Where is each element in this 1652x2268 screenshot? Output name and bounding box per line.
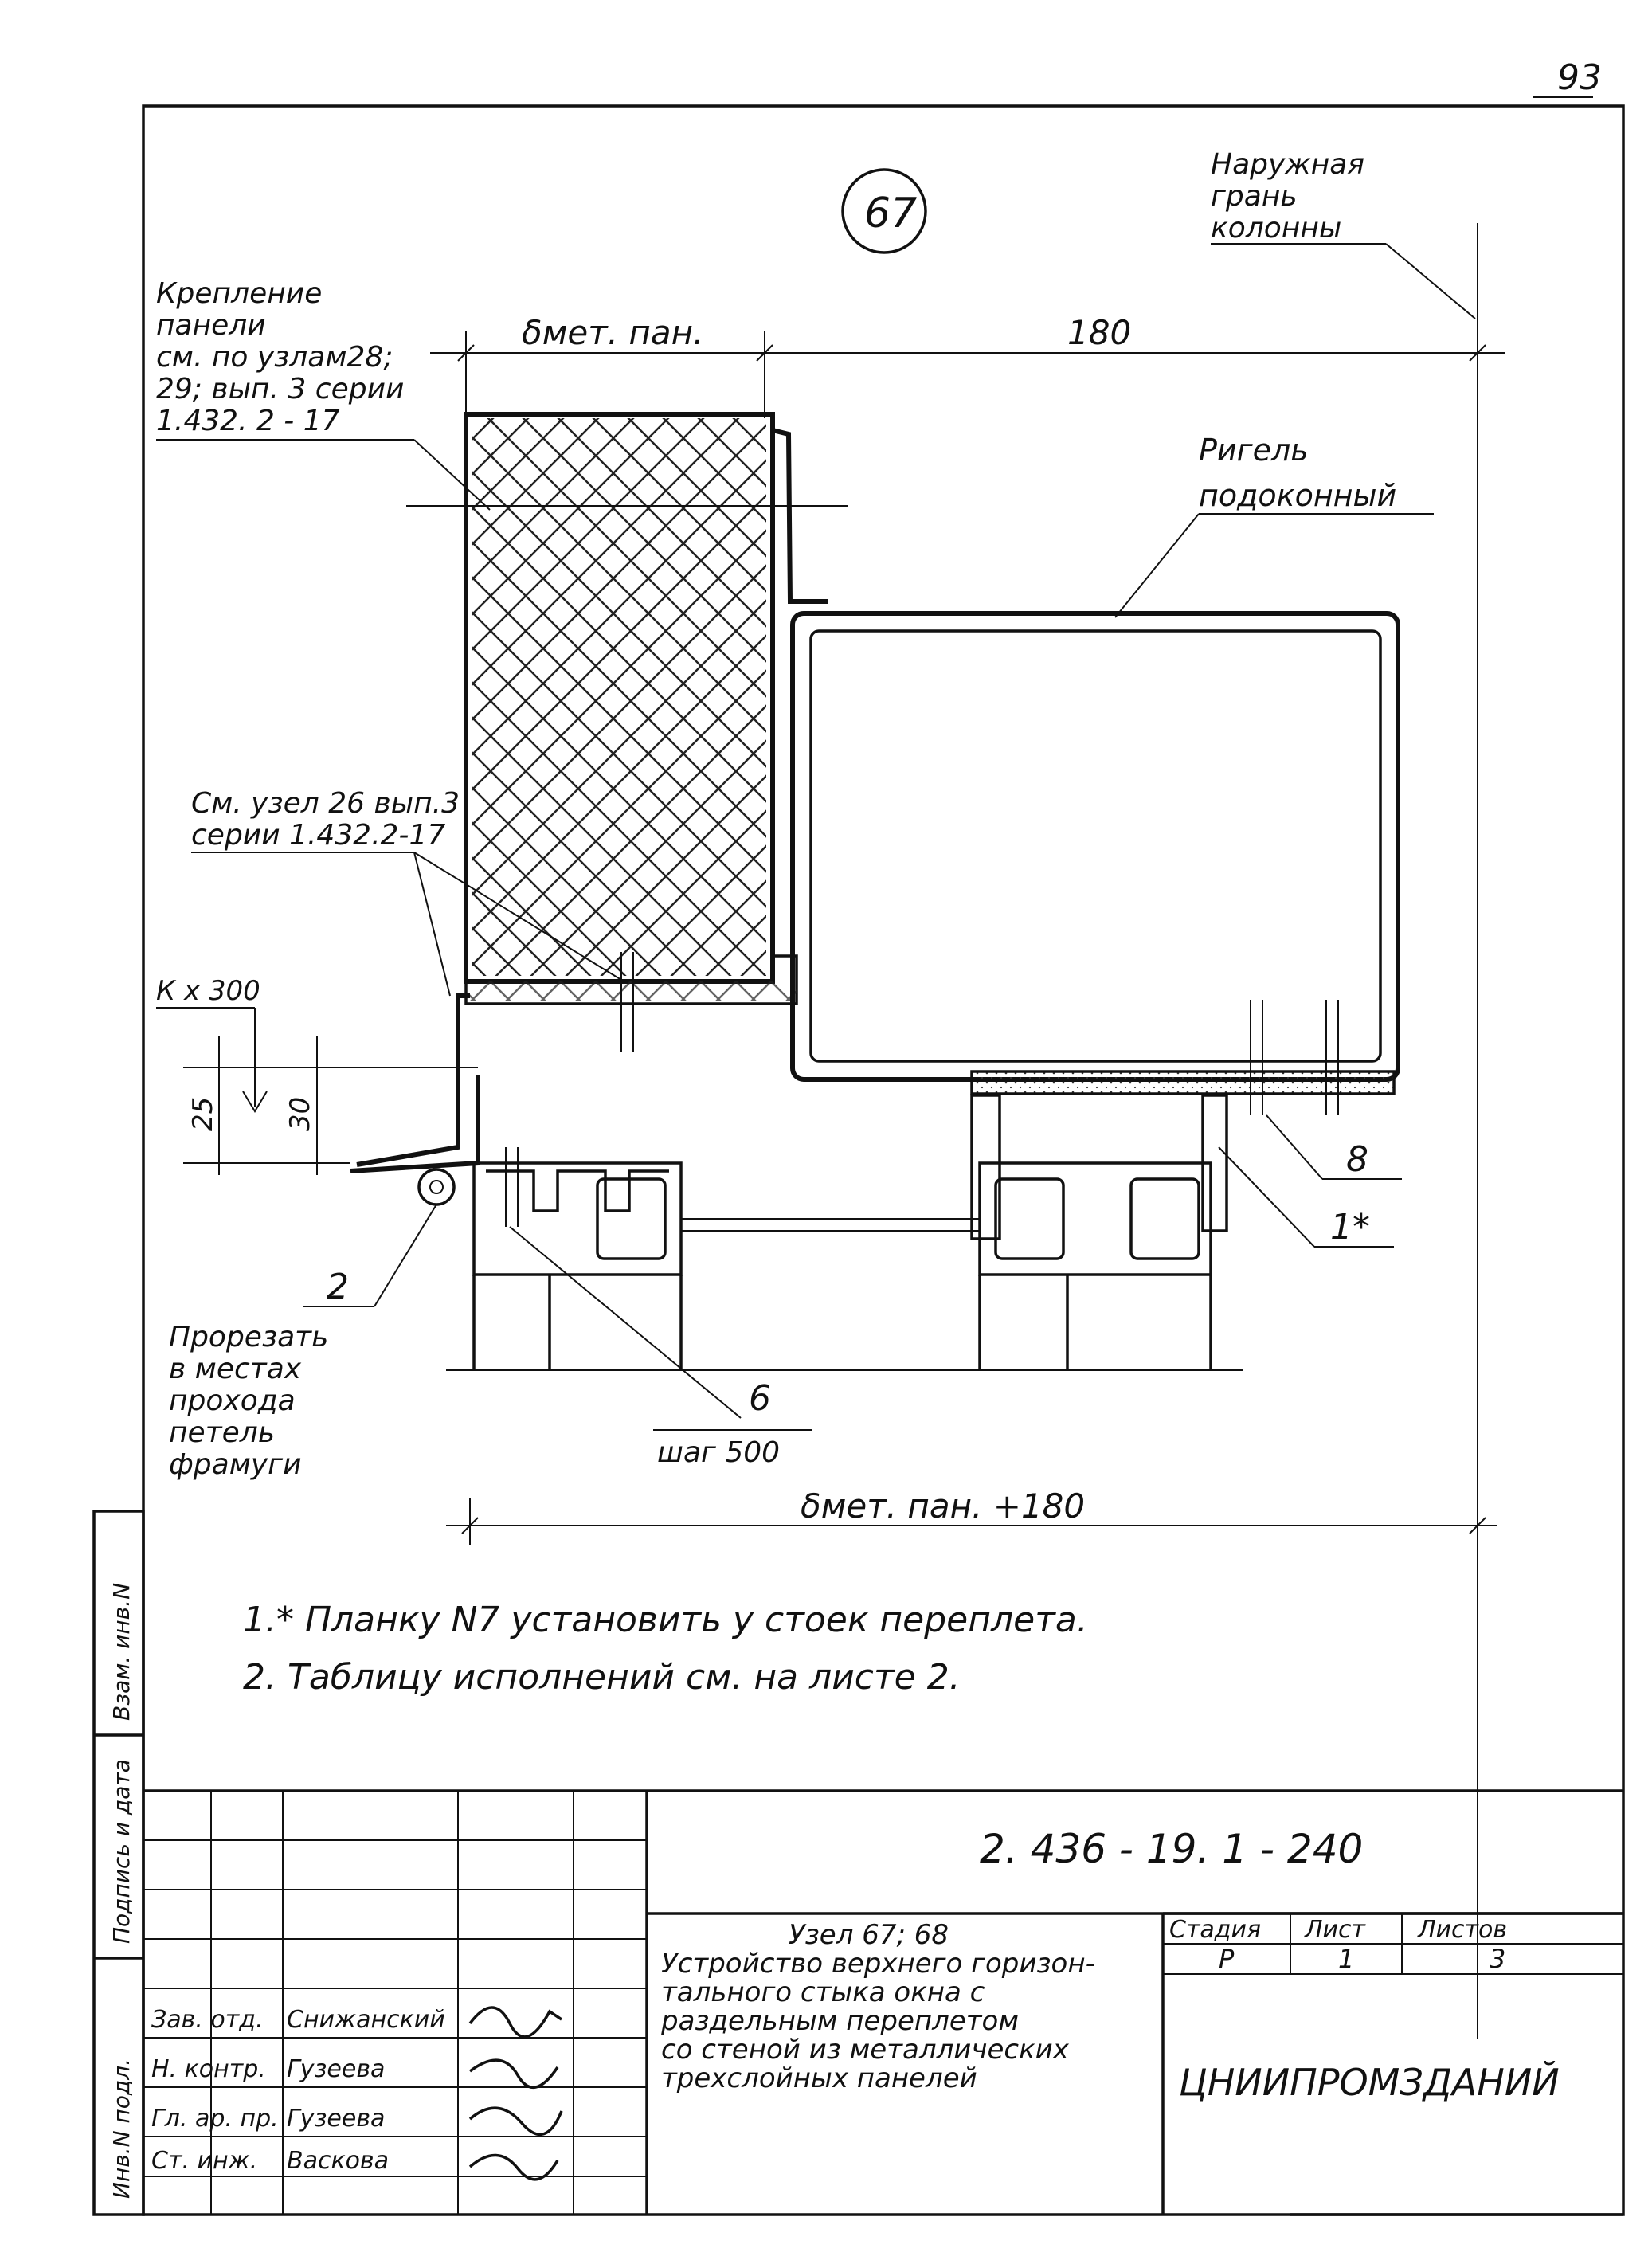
name-4: Васкова: [287, 2147, 389, 2175]
svg-text:Наружная: Наружная: [1211, 148, 1364, 181]
callout-1: 1*: [1218, 1146, 1394, 1248]
svg-text:Крепление: Крепление: [156, 277, 322, 310]
cut-label: Прорезать в местах прохода петель фрамуг…: [169, 1321, 328, 1481]
stage-header: Стадия: [1169, 1916, 1261, 1944]
svg-text:фрамуги: фрамуги: [169, 1448, 301, 1481]
see-node-label: См. узел 26 вып.3 серии 1.432.2-17: [191, 787, 622, 997]
sandwich-panel: [406, 412, 848, 1052]
title-line-1: Узел 67; 68: [789, 1919, 949, 1951]
callout-6: 6 шаг 500: [509, 1226, 812, 1469]
svg-text:1*: 1*: [1330, 1207, 1370, 1248]
dim-30: 30: [284, 1097, 316, 1131]
svg-text:Ригель: Ригель: [1199, 433, 1309, 468]
sheets-value: 3: [1490, 1944, 1505, 1974]
name-3: Гузеева: [287, 2105, 385, 2133]
rigel-beam: [790, 611, 1400, 1115]
sheets-header: Листов: [1417, 1916, 1507, 1944]
dim-25: 25: [187, 1097, 219, 1131]
title-line-2: Устройство верхнего горизон-: [661, 1948, 1095, 1980]
svg-text:29; вып. 3 серии: 29; вып. 3 серии: [156, 373, 404, 405]
signature-4: [468, 2153, 559, 2181]
bottom-dimension: δмет. пан. +180: [446, 1487, 1497, 1545]
note-2: 2. Таблицу исполнений см. на листе 2.: [243, 1657, 961, 1698]
note-1: 1.* Планку N7 установить у стоек перепле…: [243, 1600, 1088, 1640]
svg-text:6: 6: [749, 1378, 771, 1419]
name-2: Гузеева: [287, 2055, 385, 2083]
title-line-5: со стеной из металлических: [661, 2034, 1070, 2066]
sheet-frame: [142, 104, 1625, 2216]
svg-text:колонны: колонны: [1211, 212, 1341, 245]
pitch-label: шаг 500: [657, 1436, 780, 1469]
notes: 1.* Планку N7 установить у стоек перепле…: [243, 1600, 1088, 1698]
fastening-label: Крепление панели см. по узлам28; 29; вып…: [156, 277, 491, 511]
svg-text:петель: петель: [169, 1416, 275, 1449]
sheet-header: Лист: [1304, 1916, 1367, 1944]
outer-face-label: Наружная грань колонны: [1211, 148, 1478, 2039]
document-code: 2. 436 - 19. 1 - 240: [980, 1826, 1363, 1872]
role-2: Н. контр.: [151, 2055, 266, 2083]
side-stamp-inv-podl: Инв.N подл.: [108, 2058, 135, 2199]
drip-flashing: [350, 993, 480, 1173]
svg-text:8: 8: [1346, 1139, 1368, 1180]
title-line-3: тального стыка окна с: [661, 1976, 985, 2008]
sheet-value: 1: [1338, 1944, 1354, 1974]
dim-panel-thickness: δмет. пан.: [522, 313, 703, 352]
title-block: 2. 436 - 19. 1 - 240 Узел 67; 68 Устройс…: [143, 1789, 1623, 2215]
svg-text:2: 2: [327, 1267, 349, 1307]
callout-2: 2: [303, 1204, 437, 1307]
node-marker: 67: [841, 168, 927, 254]
svg-text:1.432. 2 - 17: 1.432. 2 - 17: [156, 405, 340, 437]
stage-value: Р: [1219, 1944, 1235, 1974]
signature-2: [468, 2058, 559, 2090]
svg-text:см. по узлам28;: см. по узлам28;: [156, 341, 393, 374]
svg-text:прохода: прохода: [169, 1385, 296, 1417]
svg-text:серии 1.432.2-17: серии 1.432.2-17: [191, 819, 445, 852]
side-stamp-vzam: Взам. инв.N: [108, 1583, 135, 1721]
dim-slope: К х 300: [156, 975, 260, 1007]
role-4: Ст. инж.: [151, 2147, 257, 2175]
top-dimension: δмет. пан. 180: [430, 313, 1505, 418]
dim-offset: 180: [1067, 313, 1131, 352]
svg-text:Прорезать: Прорезать: [169, 1321, 328, 1353]
role-1: Зав. отд.: [151, 2006, 263, 2034]
side-stamp: Инв.N подл. Подпись и дата Взам. инв.N: [92, 1510, 145, 2216]
svg-text:грань: грань: [1211, 180, 1298, 213]
dim-overall: δмет. пан. +180: [801, 1487, 1085, 1526]
slope-dimensions: К х 300 25 30: [156, 975, 478, 1175]
signature-1: [468, 2006, 562, 2039]
callout-8: 8: [1266, 1114, 1402, 1180]
svg-text:панели: панели: [156, 309, 266, 342]
title-line-6: трехслойных панелей: [661, 2062, 977, 2094]
name-1: Снижанский: [287, 2006, 445, 2034]
organization: ЦНИИПРОМЗДАНИЙ: [1179, 2061, 1560, 2104]
svg-text:См. узел 26 вып.3: См. узел 26 вып.3: [191, 787, 460, 820]
signature-3: [468, 2106, 563, 2137]
svg-text:в местах: в местах: [169, 1353, 302, 1385]
rigel-label: Ригель подоконный: [1114, 433, 1434, 618]
side-stamp-signature: Подпись и дата: [108, 1759, 135, 1944]
window-frame-profiles: [417, 1094, 1243, 1371]
node-number: 67: [864, 190, 917, 237]
title-line-4: раздельным переплетом: [660, 2005, 1019, 2037]
role-3: Гл. ар. пр.: [151, 2105, 279, 2133]
svg-text:подоконный: подоконный: [1199, 478, 1396, 513]
page-number: 93: [1557, 57, 1602, 98]
